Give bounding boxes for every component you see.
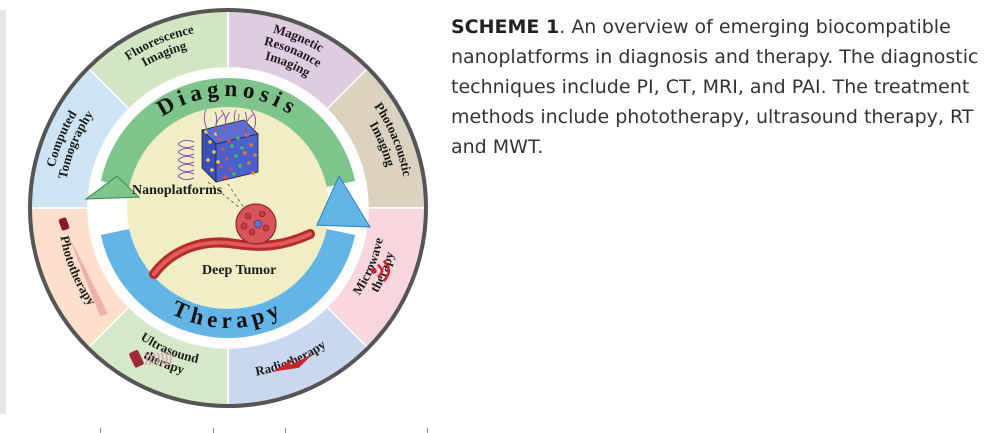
therapy-arrow-head	[316, 175, 371, 228]
laser-icon	[58, 217, 108, 316]
outer-ring	[28, 8, 428, 408]
left-border-bar	[0, 10, 6, 414]
scroll-tick	[427, 428, 428, 433]
scroll-tick	[213, 428, 214, 433]
deep-tumor-label: Deep Tumor	[202, 263, 276, 278]
diagnosis-arrow-head	[84, 175, 141, 200]
ultrasound-probe-icon	[129, 350, 172, 368]
nanoplatforms-label: Nanoplatforms	[132, 183, 223, 198]
caption-text: . An overview of emerging biocompatible …	[451, 16, 979, 158]
blood-vessel-highlight	[152, 232, 312, 276]
scheme-diagram: FluorescenceImagingMagneticResonanceImag…	[28, 8, 428, 408]
radiation-bolt-icon	[272, 353, 313, 374]
diagnosis-arc	[100, 77, 356, 188]
therapy-arc	[100, 228, 356, 339]
caption-label: SCHEME 1	[451, 16, 560, 38]
connector-line	[207, 181, 241, 209]
tumor-icon	[235, 203, 277, 245]
scroll-tick	[285, 428, 286, 433]
scroll-tick	[100, 428, 101, 433]
microwave-icon	[370, 260, 391, 282]
figure-caption: SCHEME 1. An overview of emerging biocom…	[451, 12, 999, 162]
nanoplatform-cube-icon	[177, 109, 259, 183]
